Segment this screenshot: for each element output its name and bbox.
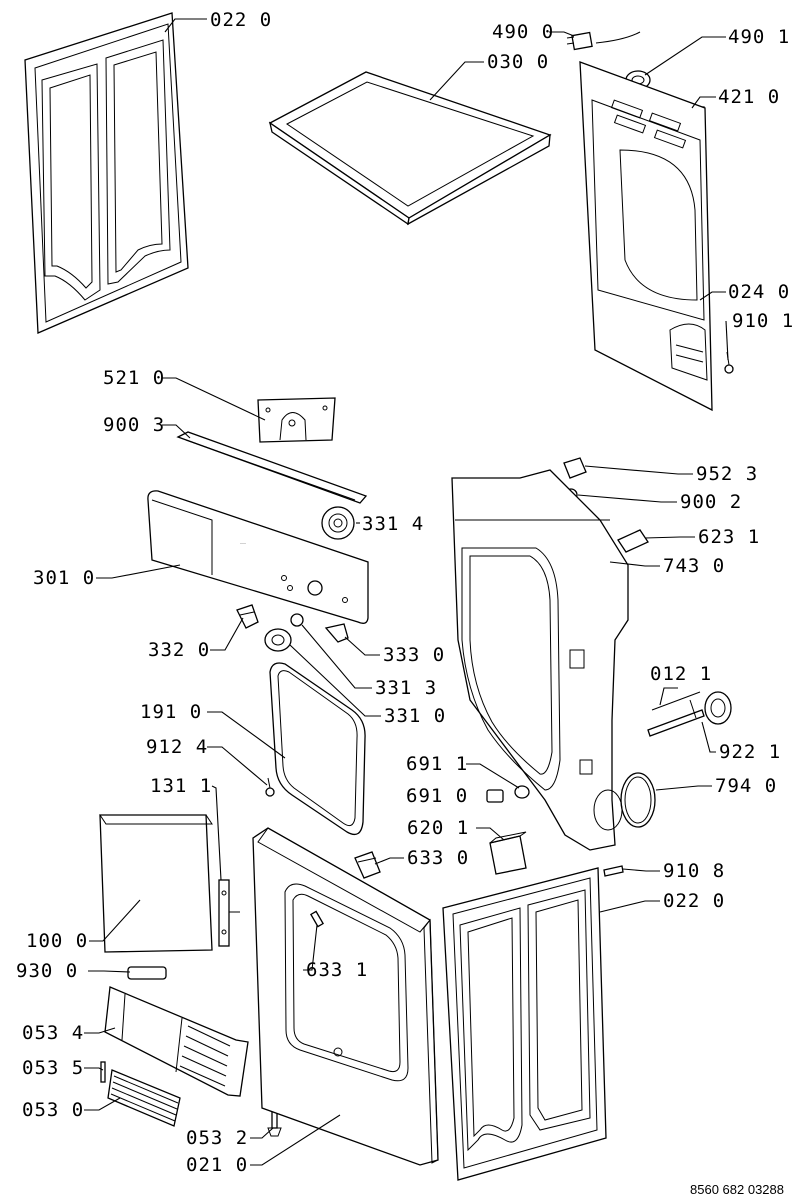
callout-door: 100 0 (26, 930, 88, 952)
callout-clip: 623 1 (698, 526, 760, 548)
svg-text:···: ··· (240, 541, 246, 547)
callout-side-panel-bottom: 022 0 (663, 890, 725, 912)
back-panel-part (579, 61, 713, 412)
screw-side-part (603, 865, 624, 877)
knob-small-part (290, 613, 304, 627)
callout-striker: 633 1 (306, 959, 368, 981)
callout-top-cover: 030 0 (487, 51, 549, 73)
rail-part (176, 431, 368, 504)
callout-side-panel-top: 022 0 (210, 9, 272, 31)
callout-filter-screen: 053 0 (22, 1099, 84, 1121)
callout-handle: 930 0 (16, 960, 78, 982)
top-cover-part (268, 71, 552, 226)
back-screw-part (724, 351, 734, 374)
callout-knob: 331 0 (384, 705, 446, 727)
callout-power-cord: 490 0 (492, 21, 554, 43)
callout-shaft-assembly: 012 1 (650, 663, 712, 685)
knob-part (264, 628, 292, 652)
callout-back-panel: 024 0 (728, 281, 790, 303)
door-lock-part (354, 851, 381, 879)
bracket-switch-part (236, 604, 259, 629)
callout-lever: 333 0 (383, 644, 445, 666)
callout-knob-small: 331 3 (375, 677, 437, 699)
striker-part (310, 910, 324, 928)
leader-lines (84, 18, 729, 1166)
callout-labels: 022 0 490 0 490 1 030 0 421 0 024 0 910 … (16, 9, 794, 1176)
callout-relay: 620 1 (407, 817, 469, 839)
callout-filter-pin: 053 5 (22, 1057, 84, 1079)
callout-screw-side: 910 8 (663, 860, 725, 882)
callout-control-panel: 301 0 (33, 567, 95, 589)
callout-control-board: 521 0 (103, 367, 165, 389)
callout-front-panel: 021 0 (186, 1154, 248, 1176)
callout-pin: 900 2 (680, 491, 742, 513)
callout-dial-label: 331 4 (362, 513, 424, 535)
shaft-assembly-part (647, 691, 705, 737)
callout-bushing: 691 0 (406, 785, 468, 807)
front-panel-part (252, 827, 439, 1166)
clip-part (617, 529, 649, 553)
door-seal-part (269, 662, 366, 836)
relay-part (489, 831, 527, 875)
dial-label-part (321, 506, 355, 540)
hinge-strip-part (218, 879, 240, 947)
callout-belt-ring: 794 0 (715, 775, 777, 797)
door-part (99, 814, 213, 953)
callout-spring: 691 1 (406, 753, 468, 775)
callout-foot: 952 3 (696, 463, 758, 485)
foot-part (563, 457, 587, 479)
callout-screw-small: 912 4 (146, 736, 208, 758)
pulley-part (704, 691, 732, 725)
callout-filter-post: 053 2 (186, 1127, 248, 1149)
callout-filter-grille: 053 4 (22, 1022, 84, 1044)
control-board-part (257, 397, 336, 443)
document-number: 8560 682 03288 (690, 1182, 784, 1197)
callout-back-connector: 421 0 (718, 86, 780, 108)
side-panel-bottom-part (442, 867, 607, 1181)
bushing-part (486, 789, 504, 803)
handle-part (127, 966, 167, 980)
control-panel-part: ··· (147, 490, 369, 624)
callout-door-lock: 633 0 (407, 847, 469, 869)
filter-grille-part (104, 986, 249, 1097)
filter-screen-part (107, 1069, 181, 1127)
drum-housing-part (451, 469, 629, 851)
side-panel-top-part (24, 12, 189, 334)
callout-back-screw: 910 1 (732, 310, 794, 332)
screw-small-part (265, 777, 275, 797)
lever-part (324, 623, 349, 643)
callout-hinge-strip: 131 1 (150, 775, 212, 797)
belt-ring-part (620, 772, 656, 828)
callout-rail: 900 3 (103, 414, 165, 436)
callout-pulley: 922 1 (719, 741, 781, 763)
power-cord-part (566, 31, 641, 51)
spring-part (514, 785, 530, 799)
filter-pin-part (100, 1061, 106, 1083)
callout-door-seal: 191 0 (140, 701, 202, 723)
callout-cord-clamp: 490 1 (728, 26, 790, 48)
callout-bracket-switch: 332 0 (148, 639, 210, 661)
callout-drum-housing: 743 0 (663, 555, 725, 577)
